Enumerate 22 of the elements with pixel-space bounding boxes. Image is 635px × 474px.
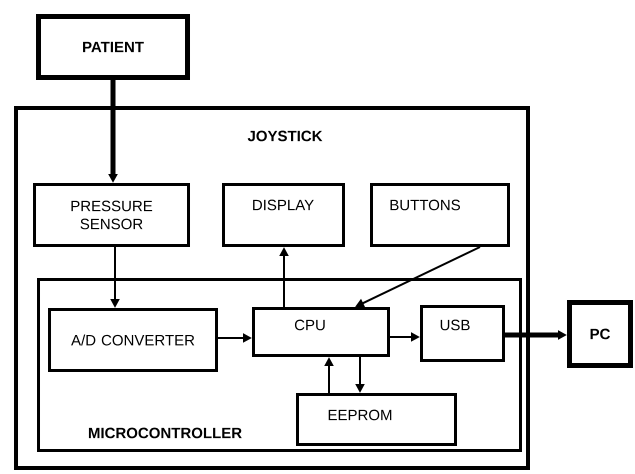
process-box [33, 183, 190, 247]
pc-box [567, 300, 633, 368]
process-box [370, 183, 510, 247]
box-label: CPU [294, 320, 325, 330]
process-box [222, 183, 345, 247]
process-box [252, 307, 390, 357]
box-label: JOYSTICK [248, 130, 322, 142]
box-label: DISPLAY [253, 200, 314, 210]
box-label: PC [590, 328, 610, 340]
box-label: PATIENT [83, 42, 144, 52]
process-box [48, 308, 218, 372]
box-label: USB [440, 320, 470, 330]
box-label: MICROCONTROLLER [88, 428, 242, 438]
process-box [420, 305, 505, 362]
patient-box [36, 14, 190, 80]
joystick-box [14, 106, 530, 470]
box-label: A/D CONVERTER [71, 334, 194, 346]
process-box [296, 392, 457, 446]
box-label: PRESSURE SENSOR [71, 200, 152, 230]
box-label: BUTTONS [390, 200, 460, 210]
box-label: EEPROM [328, 410, 392, 420]
microcontroller-box [37, 278, 522, 452]
